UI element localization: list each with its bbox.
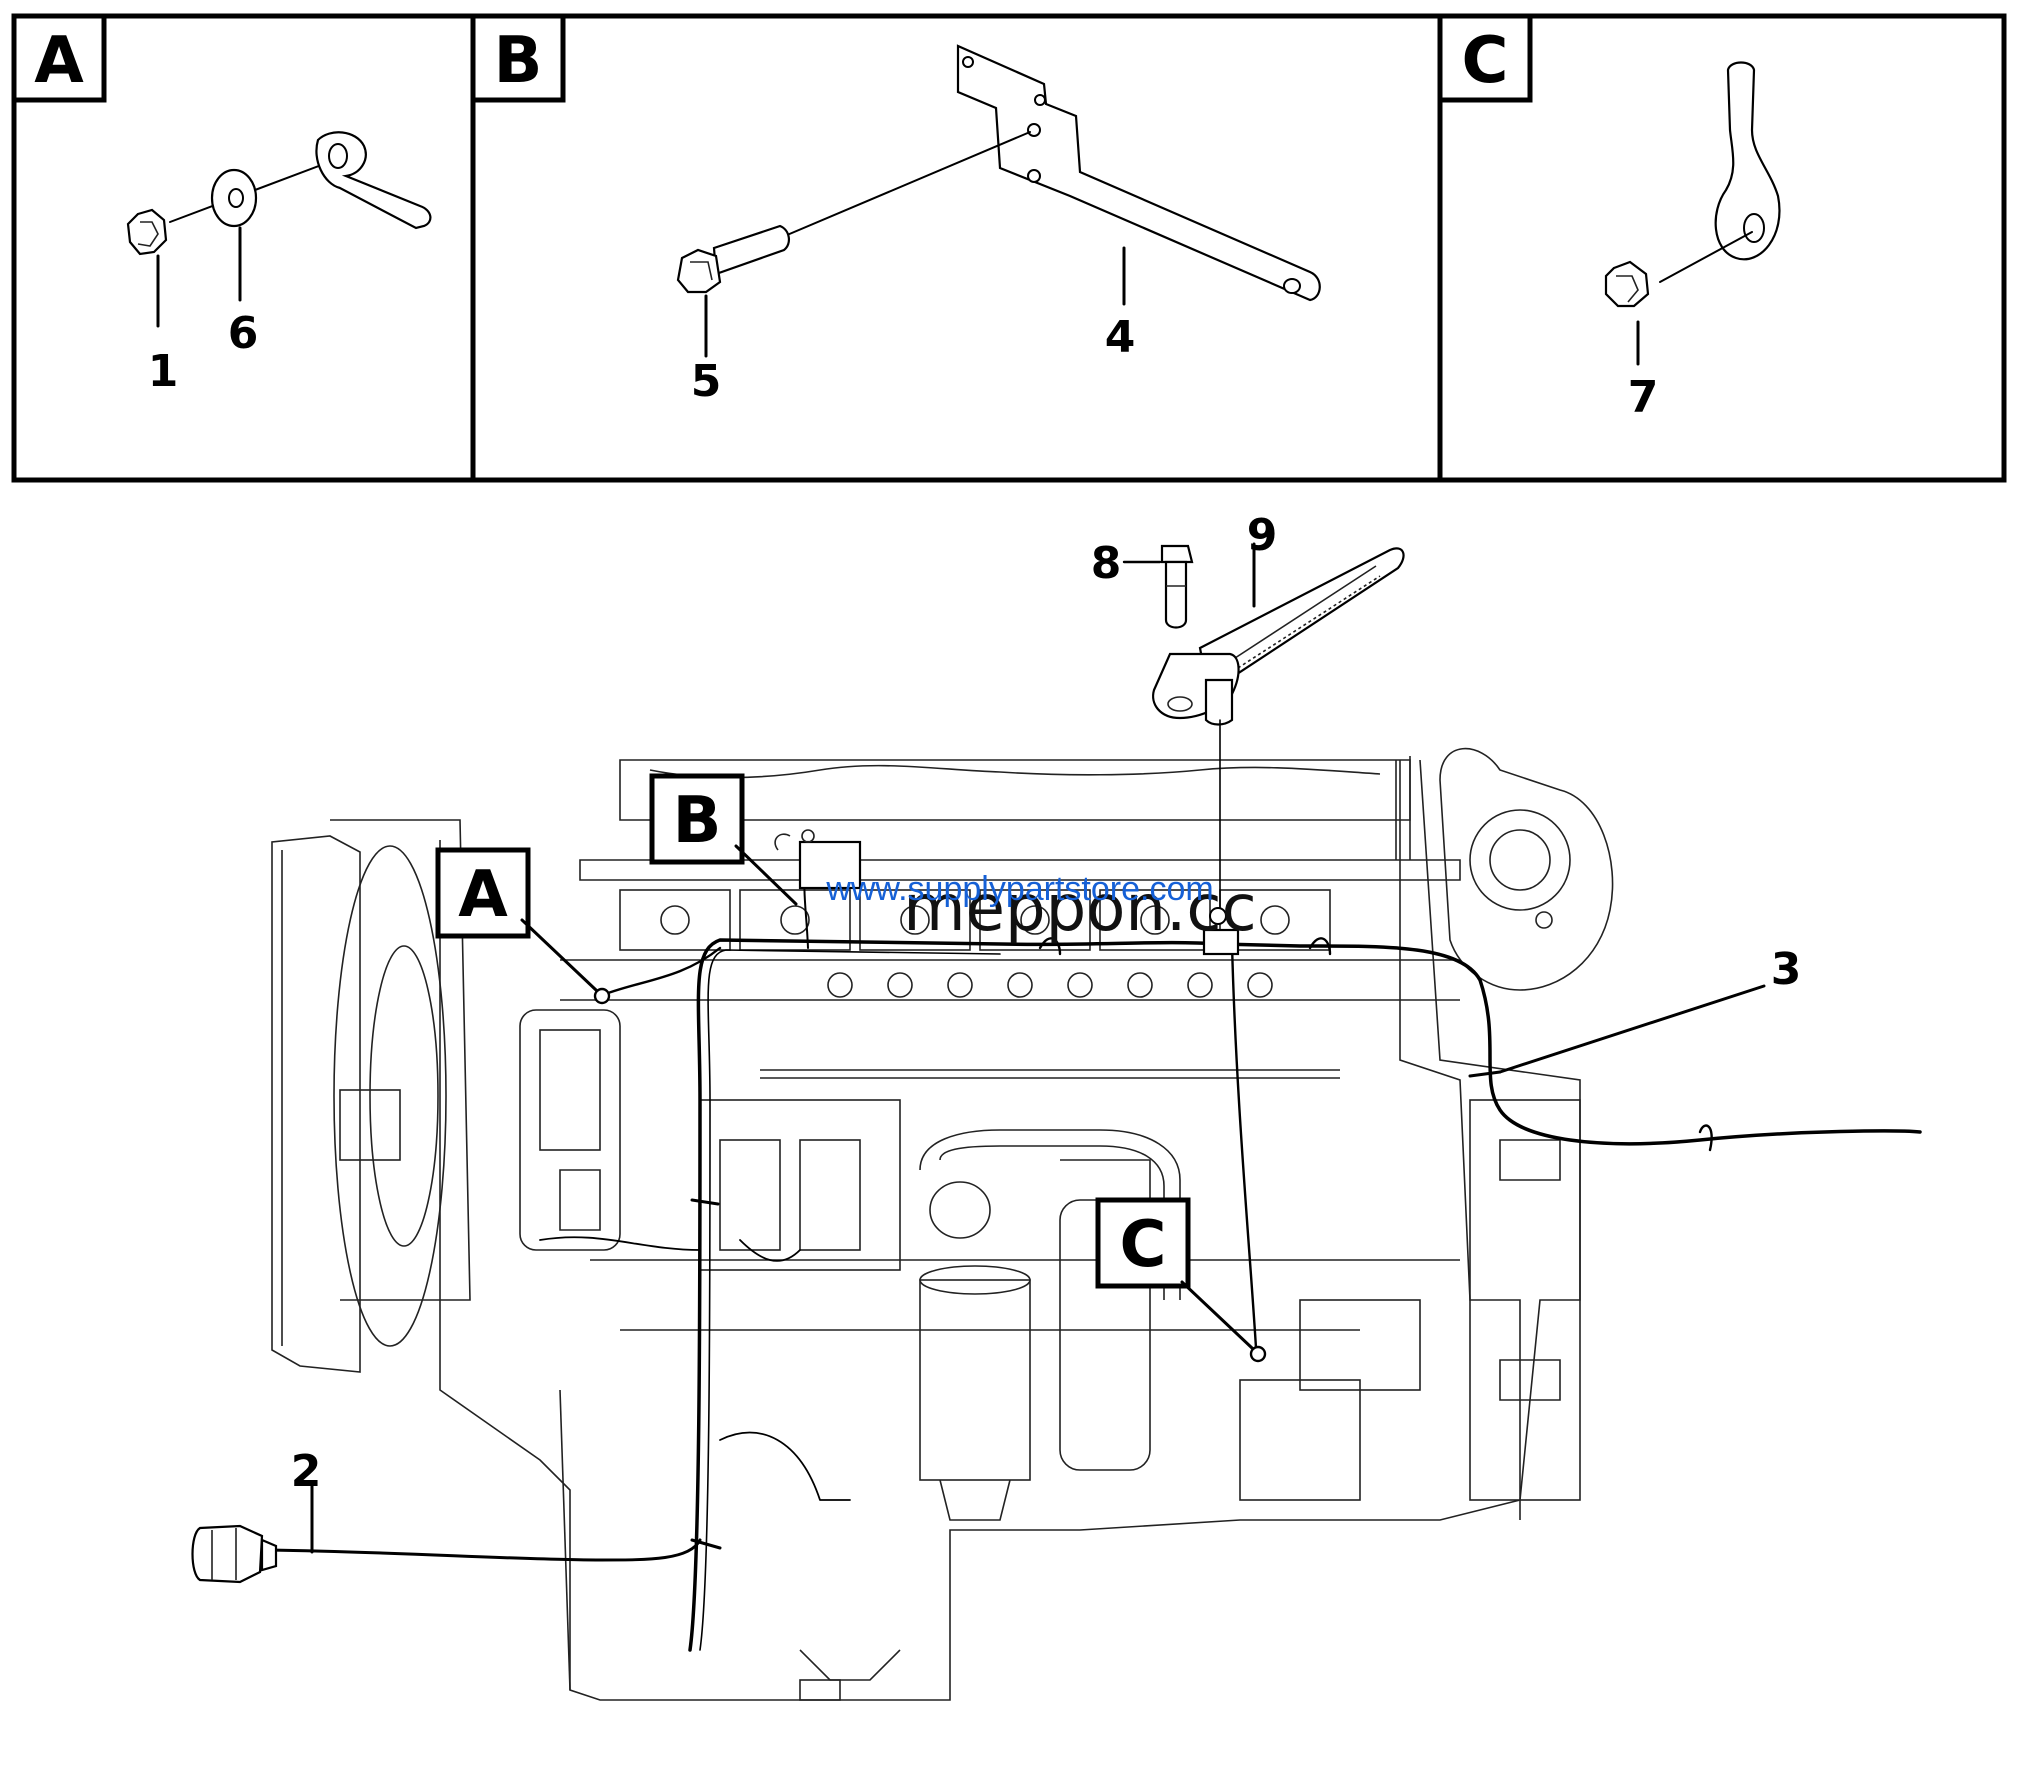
- callout-2: 2: [291, 1446, 322, 1497]
- watermark: meppon.cc www.supplypartstore.com: [825, 870, 1256, 946]
- svg-text:B: B: [494, 24, 543, 98]
- fuel-filter: [919, 1181, 1031, 1521]
- cable-tie-icon: [1152, 547, 1405, 726]
- watermark-brand: meppon.cc: [903, 872, 1256, 946]
- callout-1: 1: [148, 346, 179, 397]
- detail-a-parts: 1 6: [126, 131, 432, 397]
- bolt-icon: [676, 224, 790, 294]
- bolt-icon: [1160, 544, 1194, 629]
- nut-icon: [1604, 260, 1650, 308]
- detail-panels: A B C: [11, 13, 2007, 483]
- main-callouts: 3 2: [291, 944, 1802, 1554]
- detail-b-parts: 5 4: [676, 44, 1321, 407]
- view-tag-a: A: [435, 847, 598, 992]
- tie-and-bolt-group: 8 9: [1091, 510, 1405, 956]
- detail-tag-a: A: [11, 13, 107, 103]
- svg-text:A: A: [34, 24, 84, 98]
- callout-9: 9: [1247, 510, 1278, 561]
- callout-4: 4: [1105, 312, 1136, 363]
- turbo-compressor: [1395, 747, 1614, 991]
- callout-3: 3: [1771, 944, 1802, 995]
- ring-terminal-icon: [1714, 61, 1781, 261]
- detail-tag-b: B: [470, 13, 566, 103]
- view-tag-c: C: [1095, 1197, 1254, 1350]
- ring-terminal-icon: [315, 131, 432, 230]
- view-tag-b: B: [649, 773, 798, 906]
- engine-drawing: [271, 747, 1614, 1701]
- relay-block: [774, 829, 862, 890]
- callout-5: 5: [691, 356, 722, 407]
- wiring-harness: [191, 829, 1922, 1652]
- callout-7: 7: [1628, 372, 1659, 423]
- svg-text:C: C: [1120, 1208, 1167, 1282]
- svg-text:B: B: [673, 784, 722, 858]
- washer-icon: [210, 168, 258, 228]
- bracket-icon: [956, 44, 1321, 302]
- svg-text:A: A: [458, 858, 508, 932]
- detail-tag-c: C: [1437, 13, 1533, 103]
- detail-c-parts: 7: [1604, 61, 1781, 423]
- callout-6: 6: [228, 308, 259, 359]
- nut-icon: [126, 208, 168, 256]
- svg-text:C: C: [1462, 24, 1509, 98]
- callout-8: 8: [1091, 538, 1122, 589]
- connector-icon: [191, 1524, 278, 1584]
- watermark-url: www.supplypartstore.com: [825, 870, 1213, 908]
